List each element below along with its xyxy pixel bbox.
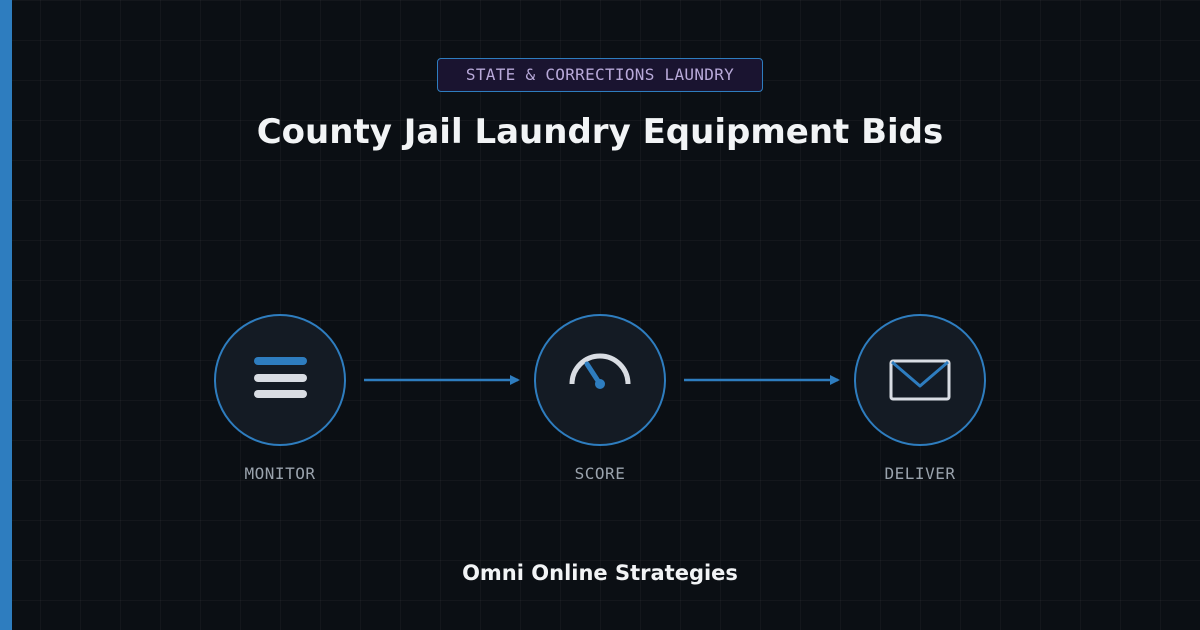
step-deliver [854,314,986,446]
step-score [534,314,666,446]
list-icon [254,357,307,398]
category-badge: STATE & CORRECTIONS LAUNDRY [437,58,763,92]
step-monitor [214,314,346,446]
step-label-deliver: DELIVER [884,464,956,483]
step-label-score: SCORE [574,464,626,483]
page-title: County Jail Laundry Equipment Bids [256,112,944,152]
brand-footer: Omni Online Strategies [462,561,738,585]
left-accent-bar [0,0,12,630]
envelope-icon [889,359,951,401]
step-circle [854,314,986,446]
gauge-icon [569,353,631,389]
step-label-monitor: MONITOR [244,464,316,483]
